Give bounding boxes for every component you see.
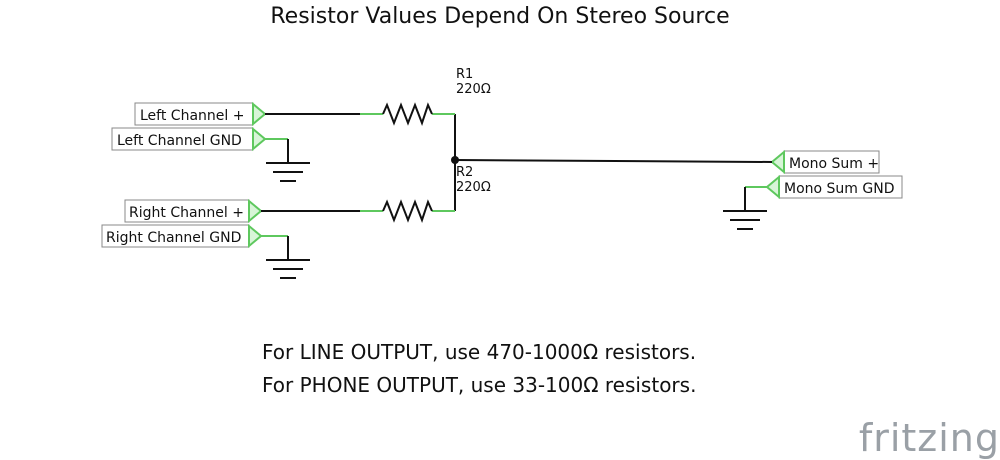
wires xyxy=(261,113,773,212)
port-mono-sum-plus: Mono Sum + xyxy=(783,150,880,174)
resistor-r2 xyxy=(382,199,433,223)
resistor-leads xyxy=(261,113,767,237)
port-mono-sum-gnd: Mono Sum GND xyxy=(778,175,903,199)
ground-mono xyxy=(723,187,767,230)
port-right-channel-plus: Right Channel + xyxy=(124,199,250,223)
connector-pins xyxy=(248,101,785,249)
ground-left xyxy=(266,139,310,182)
note-line-output: For LINE OUTPUT, use 470-1000Ω resistors… xyxy=(262,340,697,364)
port-right-channel-plus-label: Right Channel + xyxy=(129,205,244,221)
port-mono-sum-gnd-label: Mono Sum GND xyxy=(784,181,894,197)
r2-value: 220Ω xyxy=(456,180,491,195)
ground-right xyxy=(266,236,310,279)
note-phone-output: For PHONE OUTPUT, use 33-100Ω resistors. xyxy=(262,373,697,397)
port-left-channel-gnd: Left Channel GND xyxy=(111,127,254,151)
r1-name: R1 xyxy=(456,67,473,82)
port-right-channel-gnd: Right Channel GND xyxy=(101,224,250,248)
r1-value: 220Ω xyxy=(456,82,491,97)
port-left-channel-gnd-label: Left Channel GND xyxy=(117,133,242,149)
fritzing-logo: fritzing xyxy=(858,416,1000,460)
junction-node xyxy=(451,156,459,164)
port-left-channel-plus: Left Channel + xyxy=(134,102,254,126)
resistor-r1 xyxy=(382,102,433,126)
r2-name: R2 xyxy=(456,165,473,180)
port-right-channel-gnd-label: Right Channel GND xyxy=(106,230,241,246)
port-left-channel-plus-label: Left Channel + xyxy=(140,108,244,124)
diagram-title: Resistor Values Depend On Stereo Source xyxy=(270,4,730,29)
port-mono-sum-plus-label: Mono Sum + xyxy=(789,156,879,172)
